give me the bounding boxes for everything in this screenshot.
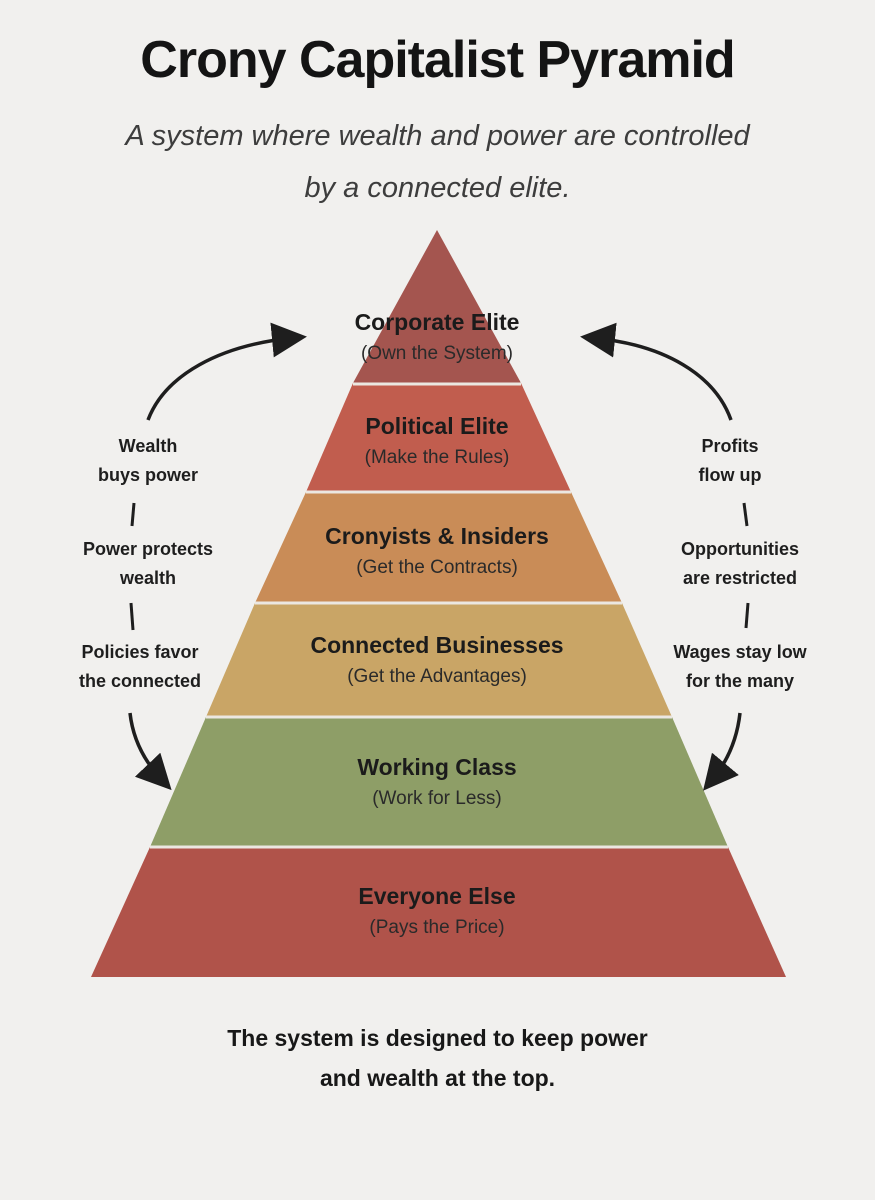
right-top-arrow	[580, 322, 733, 421]
tier-cronyists-insiders: Cronyists & Insiders (Get the Contracts)	[237, 521, 637, 581]
tier-description: (Pays the Price)	[369, 917, 505, 938]
left-connector-2	[129, 602, 135, 631]
tier-description: (Work for Less)	[372, 788, 502, 809]
tier-description: (Get the Contracts)	[356, 557, 518, 578]
tier-shape-political-elite	[306, 383, 571, 492]
tier-shape-working-class	[150, 717, 728, 847]
left-cycle-power-protects-wealth: Power protects wealth	[53, 535, 243, 593]
tier-shape-cronyists-insiders	[255, 492, 622, 603]
tier-name: Corporate Elite	[354, 309, 520, 335]
side-label-line: wealth	[119, 568, 176, 588]
side-label-line: for the many	[685, 671, 795, 691]
subtitle-line-2: by a connected elite.	[304, 172, 571, 204]
footer-line-2: and wealth at the top.	[319, 1065, 556, 1091]
side-label-line: buys power	[97, 465, 199, 485]
left-bottom-arrow	[128, 712, 172, 791]
tier-name: Connected Businesses	[310, 632, 564, 658]
tier-name: Political Elite	[365, 413, 509, 439]
right-cycle-profits-flow-up: Profits flow up	[635, 432, 825, 490]
page-title: Crony Capitalist Pyramid	[140, 31, 735, 89]
tier-description: (Get the Advantages)	[347, 666, 527, 687]
left-cycle-wealth-buys-power: Wealth buys power	[53, 432, 243, 490]
tier-working-class: Working Class (Work for Less)	[237, 752, 637, 812]
footer-caption: The system is designed to keep power and…	[0, 1018, 875, 1098]
left-cycle-policies-favor: Policies favor the connected	[45, 638, 235, 696]
tier-everyone-else: Everyone Else (Pays the Price)	[237, 881, 637, 941]
side-label-line: flow up	[698, 465, 762, 485]
tier-shape-connected-businesses	[206, 603, 672, 717]
side-label-line: Profits	[701, 436, 759, 456]
right-cycle-opportunities-restricted: Opportunities are restricted	[645, 535, 835, 593]
tier-connected-businesses: Connected Businesses (Get the Advantages…	[237, 630, 637, 690]
tier-corporate-elite: Corporate Elite (Own the System)	[237, 307, 637, 367]
tier-name: Everyone Else	[358, 883, 516, 909]
footer-line-1: The system is designed to keep power	[227, 1025, 648, 1051]
side-label-line: Power protects	[82, 539, 214, 559]
side-label-line: Wealth	[118, 436, 178, 456]
left-connector-1	[130, 502, 136, 527]
side-label-line: Opportunities	[681, 539, 799, 559]
right-bottom-arrow	[703, 712, 742, 791]
tier-description: (Make the Rules)	[364, 447, 510, 468]
left-top-arrow	[146, 322, 307, 421]
side-label-line: the connected	[78, 671, 202, 691]
tier-name: Working Class	[357, 754, 517, 780]
right-cycle-wages-stay-low: Wages stay low for the many	[645, 638, 835, 696]
right-connector-2	[744, 602, 750, 629]
tier-political-elite: Political Elite (Make the Rules)	[237, 411, 637, 471]
tier-shape-everyone-else	[91, 847, 786, 977]
tier-description: (Own the System)	[360, 343, 514, 364]
side-label-line: Wages stay low	[673, 642, 807, 662]
page-subtitle: A system where wealth and power are cont…	[0, 110, 875, 214]
right-connector-1	[742, 502, 749, 527]
side-label-line: are restricted	[682, 568, 798, 588]
tier-name: Cronyists & Insiders	[325, 523, 549, 549]
side-label-line: Policies favor	[81, 642, 199, 662]
subtitle-line-1: A system where wealth and power are cont…	[125, 120, 750, 152]
tier-shape-corporate-elite	[353, 230, 521, 383]
tier-dividers	[150, 382, 728, 849]
